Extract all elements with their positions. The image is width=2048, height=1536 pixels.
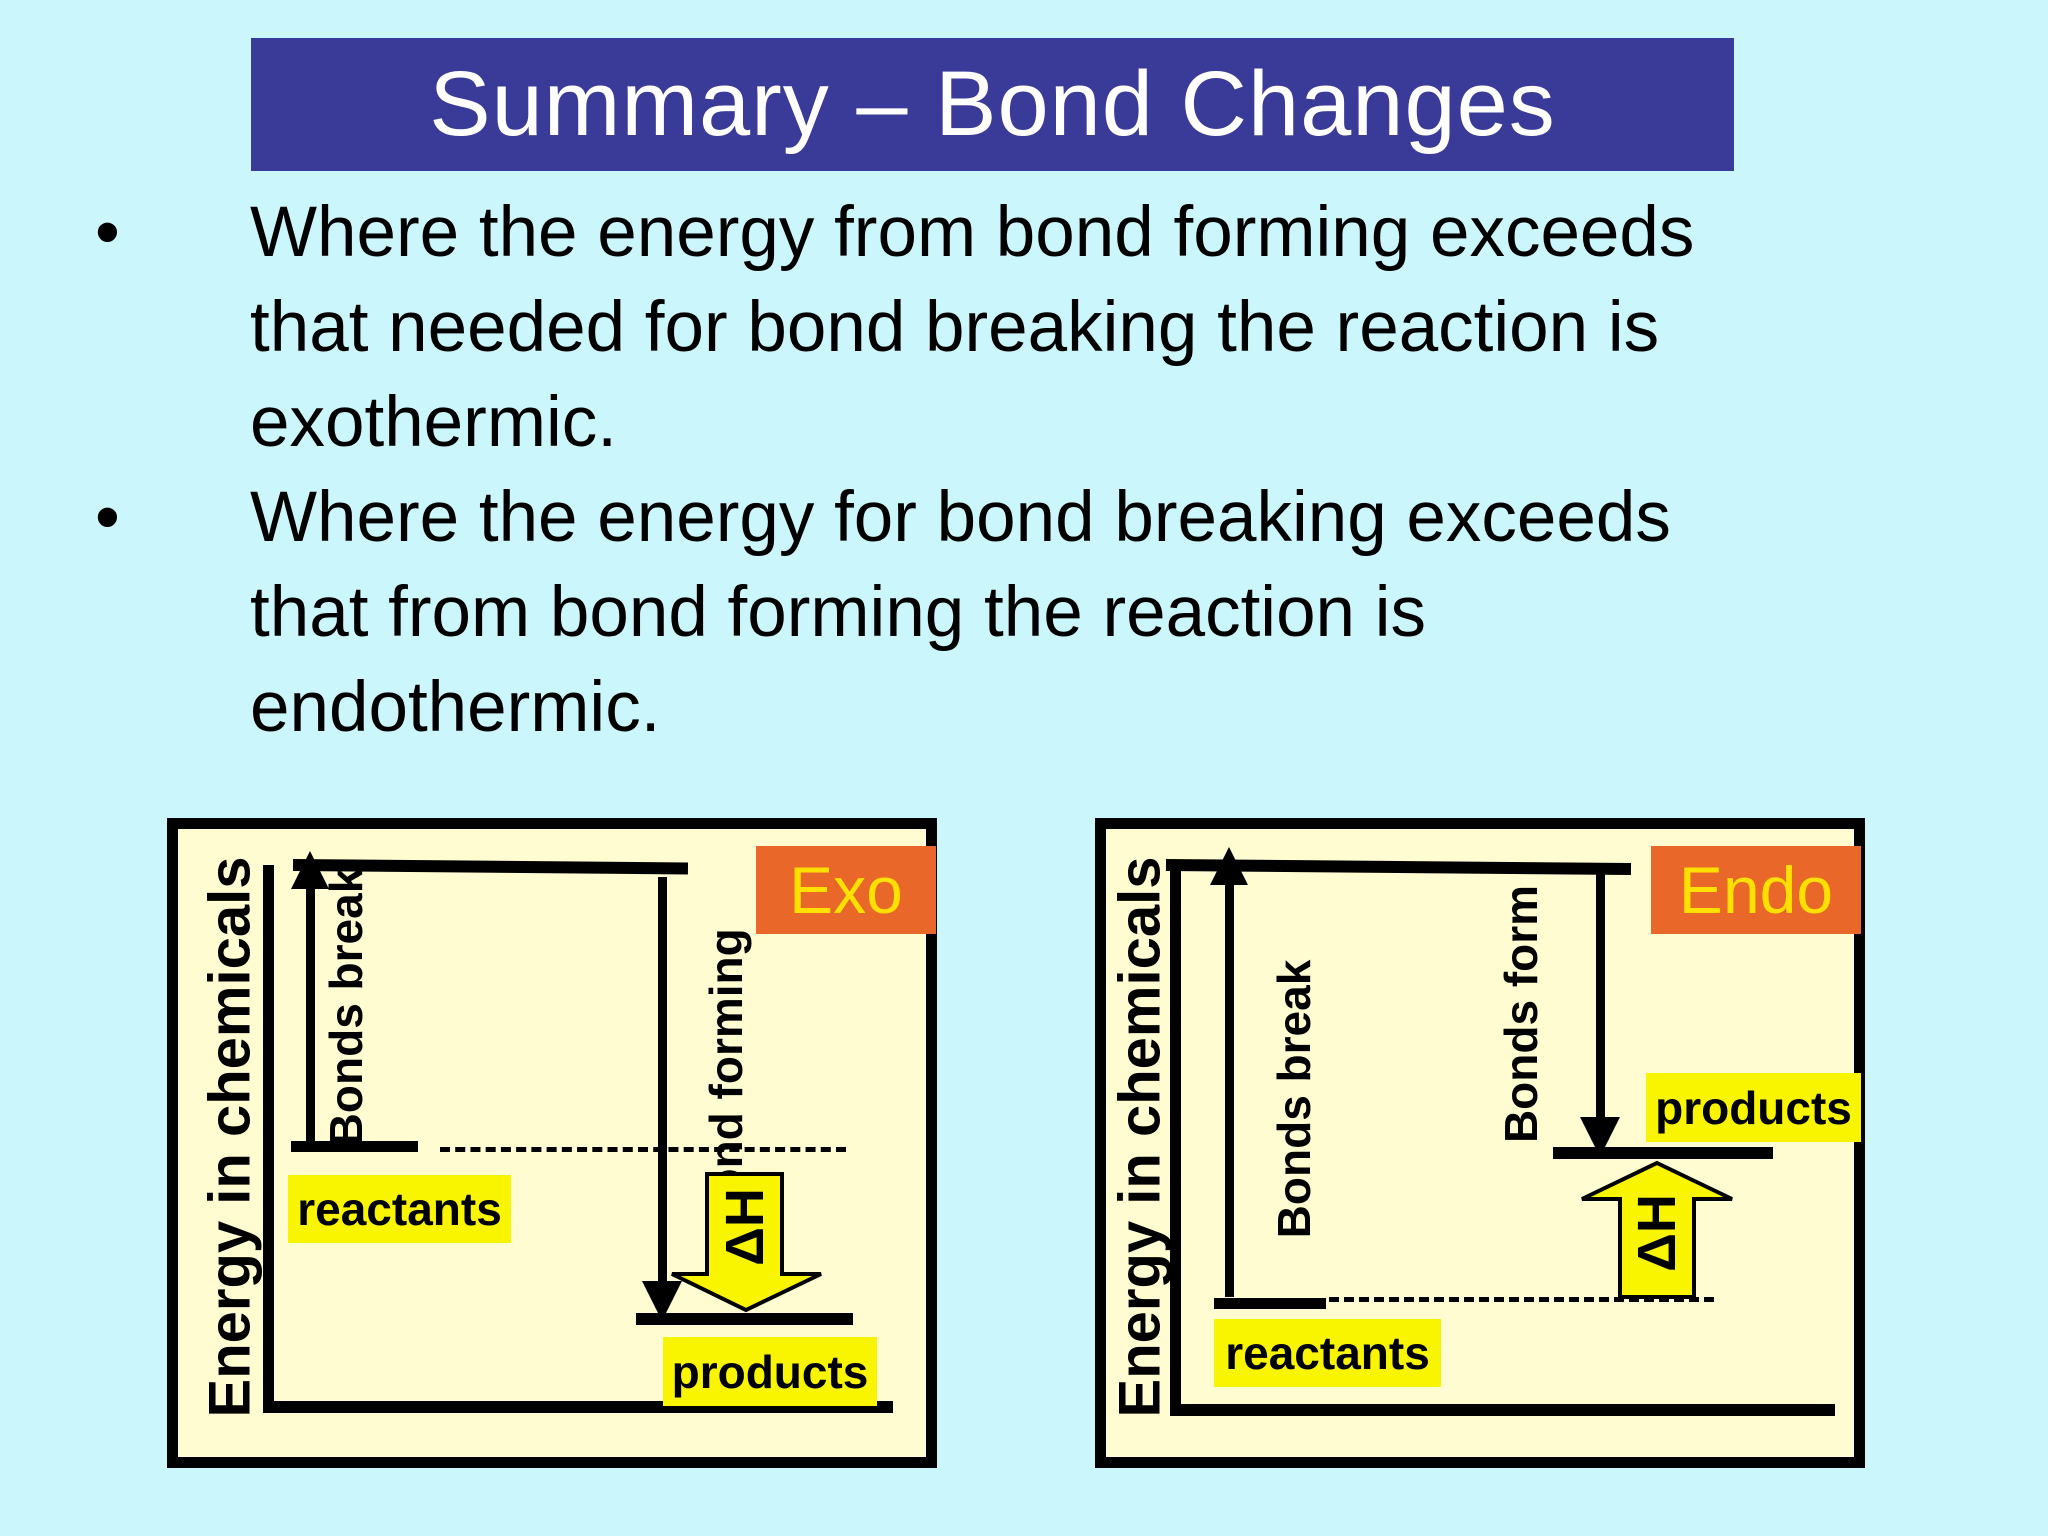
bond-forming-arrow-shaft — [658, 877, 667, 1283]
endo-energy-diagram: Energy in chemicals Bonds break Bonds fo… — [1095, 818, 1865, 1468]
delta-h-down-arrow-icon — [671, 1172, 822, 1313]
bullet-marker: • — [95, 478, 120, 557]
bullet-marker: • — [95, 193, 120, 272]
bullet-line: endothermic. — [250, 668, 661, 747]
title-bar: Summary – Bond Changes — [251, 38, 1734, 171]
endo-badge: Endo — [1651, 846, 1861, 934]
bullet-line: that from bond forming the reaction is — [250, 573, 1427, 652]
reactants-label: reactants — [1214, 1319, 1441, 1387]
x-axis-line — [1170, 1404, 1835, 1416]
bullet-list: • Where the energy from bond forming exc… — [85, 185, 1885, 755]
bullet-line: that needed for bond breaking the reacti… — [250, 288, 1660, 367]
reactants-level-line — [1214, 1298, 1326, 1309]
reactants-level-dashed-line — [440, 1147, 846, 1152]
bonds-break-arrowhead-icon — [291, 851, 329, 889]
products-label: products — [663, 1337, 877, 1406]
y-axis-label: Energy in chemicals — [1107, 856, 1173, 1418]
exo-badge: Exo — [756, 846, 936, 934]
products-label: products — [1646, 1073, 1861, 1142]
bonds-break-label: Bonds break — [1268, 959, 1320, 1239]
bullet-line: Where the energy from bond forming excee… — [250, 193, 1695, 272]
products-level-line — [636, 1313, 853, 1325]
bonds-break-arrow-shaft — [306, 885, 315, 1145]
bullet-text: Where the energy for bond breaking excee… — [250, 470, 1671, 755]
bullet-line: Where the energy for bond breaking excee… — [250, 478, 1671, 557]
y-axis-line — [1170, 863, 1181, 1412]
bullet-item: • Where the energy from bond forming exc… — [85, 185, 1885, 470]
exo-energy-diagram: Energy in chemicals Bonds break reactant… — [167, 818, 937, 1468]
bonds-break-arrowhead-icon — [1210, 847, 1248, 885]
page-title: Summary – Bond Changes — [429, 53, 1556, 155]
bullet-line: exothermic. — [250, 383, 617, 462]
products-level-line — [1553, 1147, 1773, 1159]
delta-h-label: ΔH — [1627, 1194, 1687, 1272]
bonds-break-arrow-shaft — [1225, 881, 1234, 1297]
reactants-label: reactants — [288, 1175, 511, 1243]
y-axis-line — [263, 865, 274, 1409]
bonds-form-label: Bonds form — [1495, 884, 1547, 1144]
bonds-break-label: Bonds break — [320, 867, 372, 1147]
bullet-text: Where the energy from bond forming excee… — [250, 185, 1694, 470]
bullet-item: • Where the energy for bond breaking exc… — [85, 470, 1885, 755]
delta-h-label: ΔH — [715, 1188, 775, 1266]
reactants-level-dashed-line — [1329, 1297, 1714, 1302]
y-axis-label: Energy in chemicals — [197, 856, 263, 1418]
reactants-level-line — [291, 1141, 418, 1152]
bonds-form-arrow-shaft — [1596, 873, 1605, 1119]
